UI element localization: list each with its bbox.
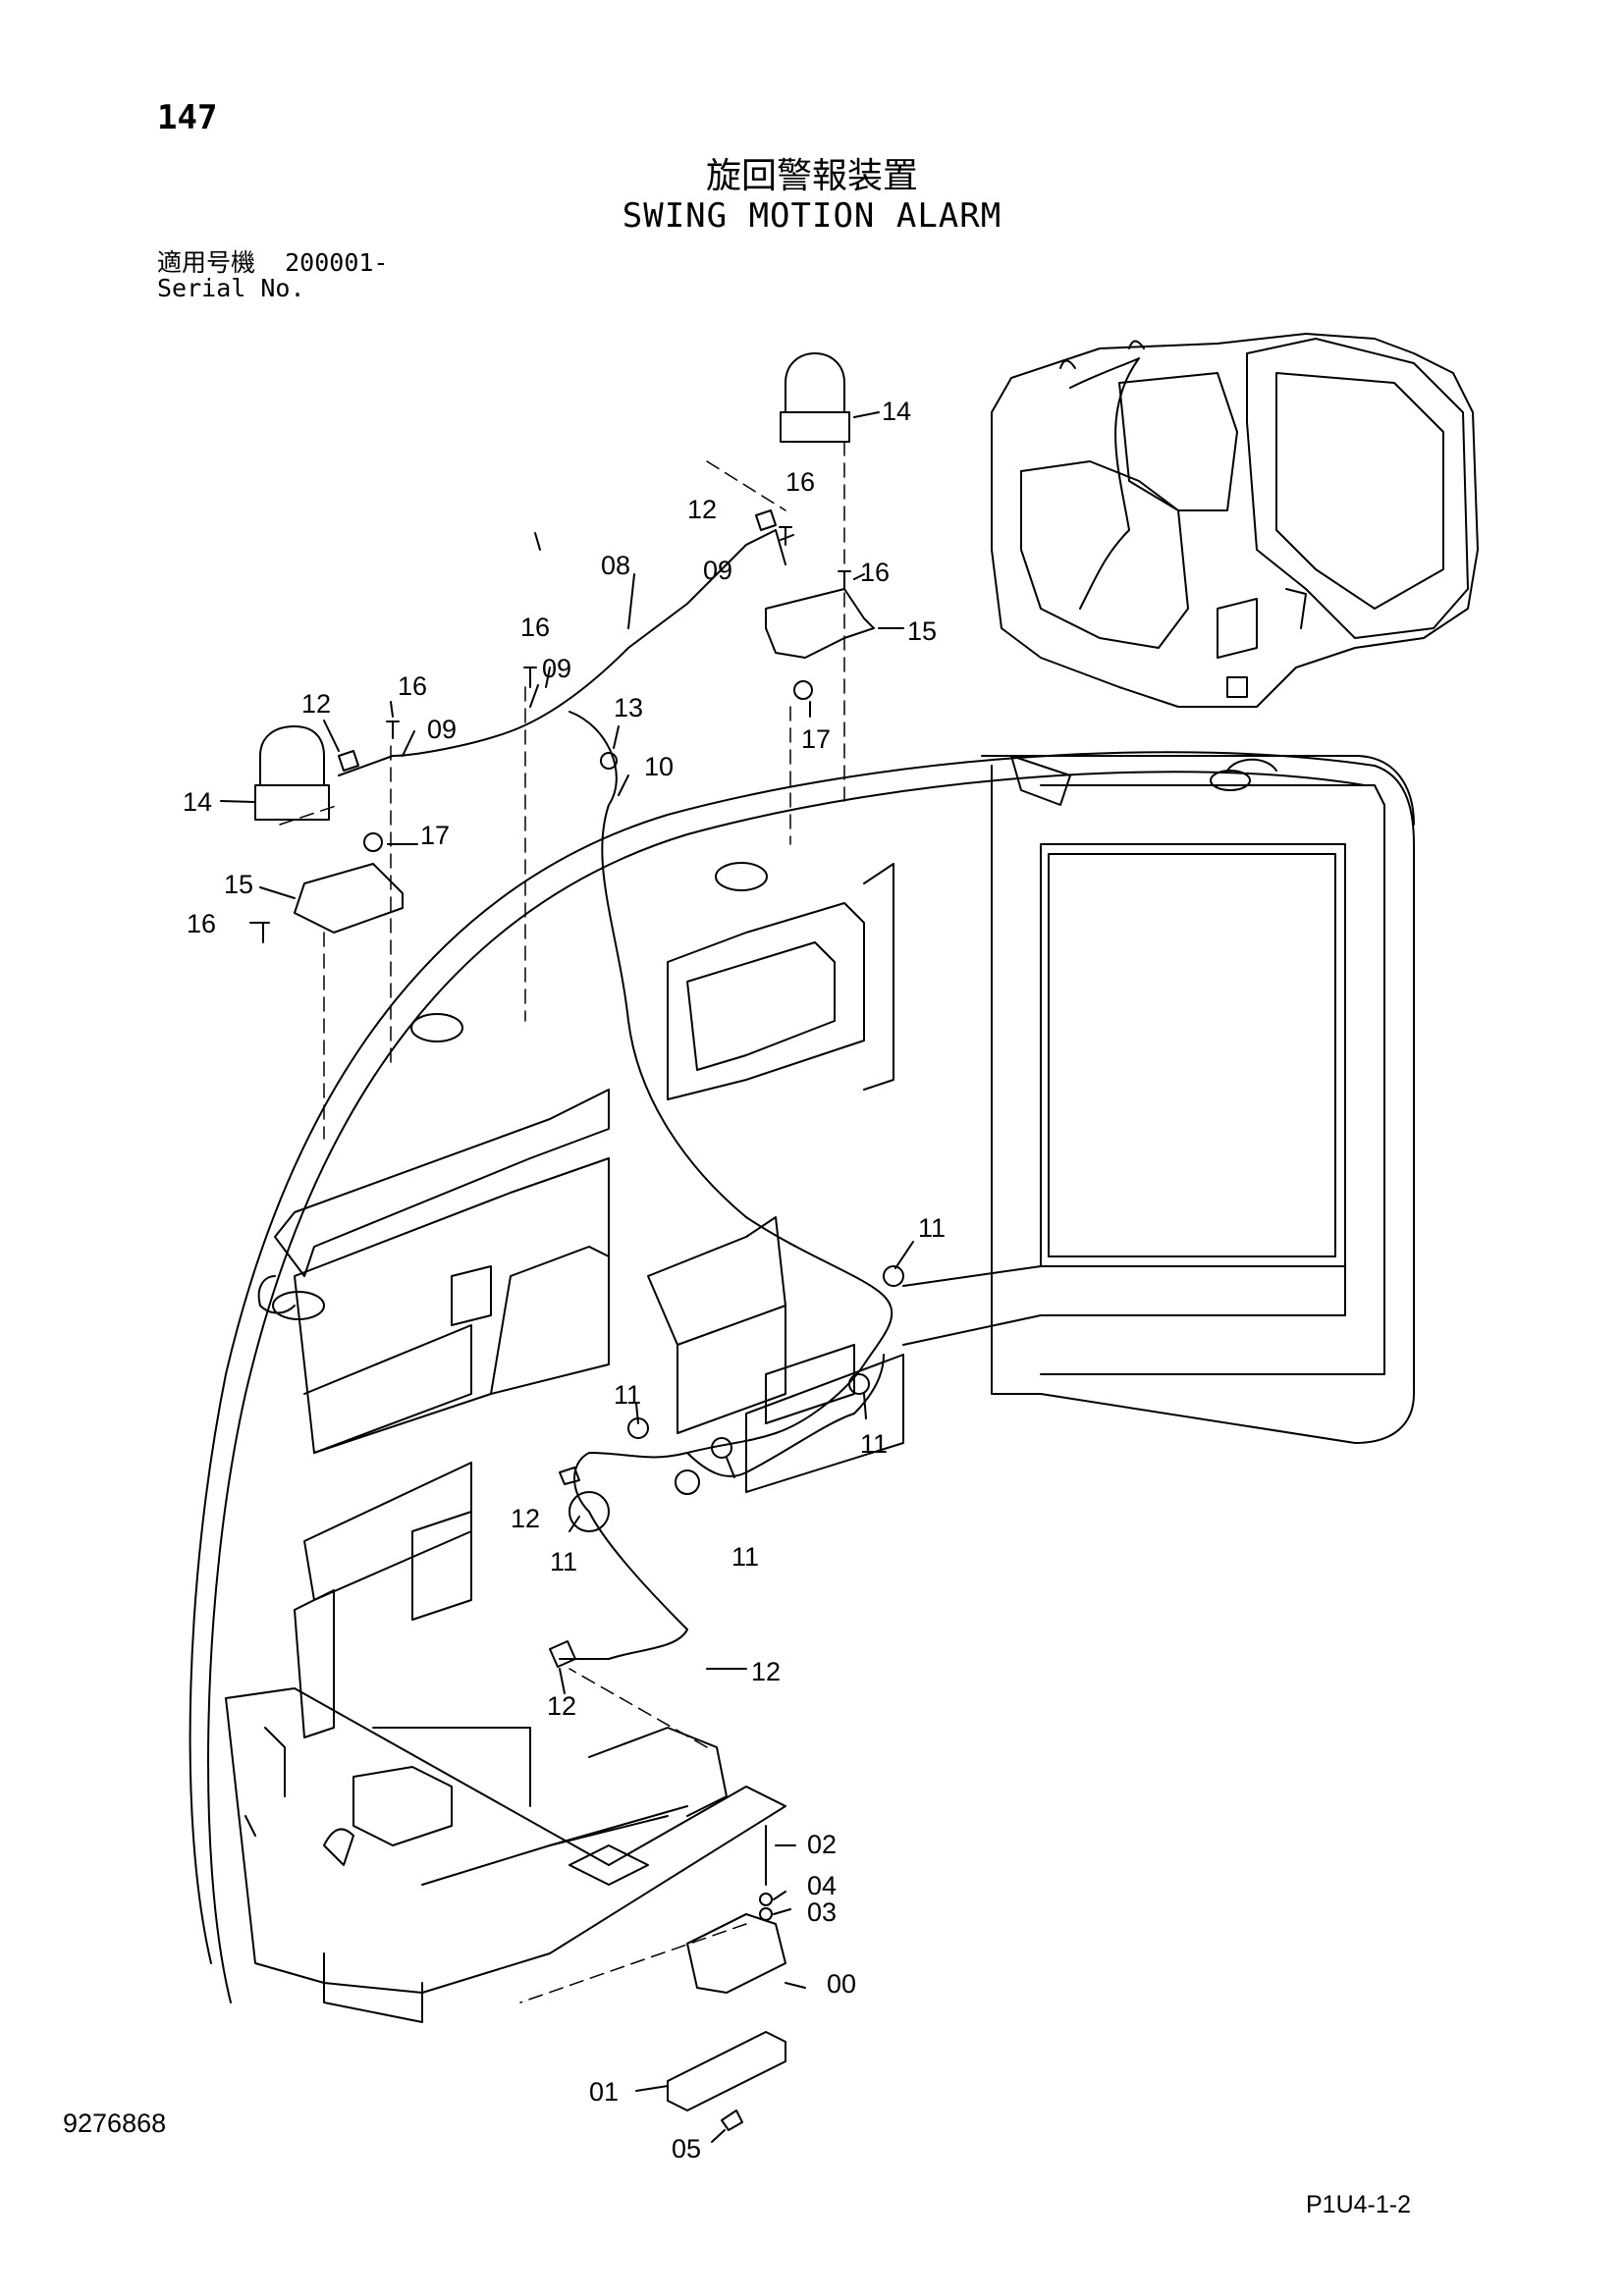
bracket-right bbox=[765, 588, 875, 659]
wire-harness-branch bbox=[559, 711, 893, 1660]
callout-11: 11 bbox=[550, 1547, 577, 1576]
callout-03: 03 bbox=[807, 1897, 837, 1927]
drawing-number: 9276868 bbox=[63, 2109, 167, 2138]
upperstructure-body bbox=[189, 751, 1415, 2003]
clip-11b bbox=[848, 1373, 870, 1395]
lower-frame bbox=[225, 1687, 786, 2023]
callout-02: 02 bbox=[807, 1830, 837, 1859]
callout-13: 13 bbox=[614, 693, 643, 722]
callout-12: 12 bbox=[547, 1691, 576, 1721]
callout-11: 11 bbox=[614, 1380, 641, 1410]
nut-17a bbox=[363, 832, 383, 852]
callout-16: 16 bbox=[860, 558, 890, 587]
title-english: SWING MOTION ALARM bbox=[622, 196, 1002, 236]
washer-03 bbox=[759, 1907, 773, 1921]
callout-17: 17 bbox=[801, 724, 831, 754]
callout-11: 11 bbox=[731, 1542, 759, 1572]
clip-11e bbox=[568, 1491, 610, 1532]
serial-value: 200001- bbox=[285, 248, 389, 277]
callout-16: 16 bbox=[520, 613, 550, 642]
body-grommet bbox=[410, 1013, 463, 1042]
wire-harness-lower bbox=[686, 1354, 885, 1477]
callout-09: 09 bbox=[427, 715, 457, 744]
connector-12 bbox=[559, 1467, 580, 1485]
clip-11a bbox=[883, 1265, 904, 1287]
bolt-16e bbox=[256, 922, 270, 943]
callout-14: 14 bbox=[183, 787, 212, 817]
connector-12 bbox=[549, 1640, 576, 1668]
serial-label-en: Serial No. bbox=[157, 274, 305, 302]
washer-04 bbox=[759, 1893, 773, 1906]
bolt-16b bbox=[386, 721, 400, 739]
callout-05: 05 bbox=[672, 2134, 701, 2163]
body-grommet bbox=[715, 862, 768, 891]
callout-00: 00 bbox=[827, 1969, 856, 1999]
callout-10: 10 bbox=[644, 752, 674, 781]
nut-17b bbox=[793, 680, 813, 700]
beacon-lamp-right bbox=[780, 352, 850, 443]
callout-15: 15 bbox=[224, 870, 253, 899]
bracket-left bbox=[294, 863, 404, 934]
callout-04: 04 bbox=[807, 1871, 837, 1900]
alarm-unit bbox=[686, 1913, 786, 1994]
callout-12: 12 bbox=[301, 689, 331, 719]
bolt-05 bbox=[721, 2109, 743, 2131]
callout-16: 16 bbox=[785, 467, 815, 497]
title-japanese: 旋回警報装置 bbox=[705, 156, 918, 196]
counterweight-blocks bbox=[257, 863, 904, 1738]
callout-12: 12 bbox=[687, 495, 717, 524]
machine-overview-inset bbox=[991, 333, 1479, 708]
callout-09: 09 bbox=[703, 556, 732, 585]
connector-12 bbox=[755, 509, 777, 531]
clip-11f bbox=[675, 1469, 700, 1495]
callout-11: 11 bbox=[918, 1213, 946, 1243]
callout-08: 08 bbox=[601, 551, 630, 580]
connector-12 bbox=[338, 750, 359, 772]
page-number: 147 bbox=[157, 98, 218, 137]
wire-harness bbox=[338, 529, 786, 776]
callout-15: 15 bbox=[907, 616, 937, 646]
callout-16: 16 bbox=[187, 909, 216, 938]
callout-01: 01 bbox=[589, 2077, 619, 2107]
page-code: P1U4-1-2 bbox=[1306, 2191, 1411, 2218]
callout-11: 11 bbox=[860, 1429, 888, 1459]
beacon-lamp-left bbox=[254, 725, 330, 821]
callout-09: 09 bbox=[542, 654, 571, 683]
callout-14: 14 bbox=[882, 397, 911, 426]
body-grommet bbox=[272, 1291, 325, 1320]
body-grommet bbox=[1210, 770, 1251, 791]
serial-info: 適用号機 200001- Serial No. bbox=[157, 250, 388, 301]
alarm-unit-top bbox=[686, 1913, 747, 1945]
callout-17: 17 bbox=[420, 821, 450, 850]
clip-11c bbox=[711, 1437, 732, 1459]
bolt-16a bbox=[523, 667, 537, 688]
callout-12: 12 bbox=[511, 1504, 540, 1533]
bolt-16d bbox=[779, 526, 792, 546]
serial-label-jp: 適用号機 bbox=[157, 248, 256, 277]
callout-16: 16 bbox=[398, 671, 427, 701]
alarm-bracket bbox=[667, 2031, 786, 2111]
grommet-13 bbox=[600, 752, 618, 770]
callout-12: 12 bbox=[751, 1657, 781, 1686]
